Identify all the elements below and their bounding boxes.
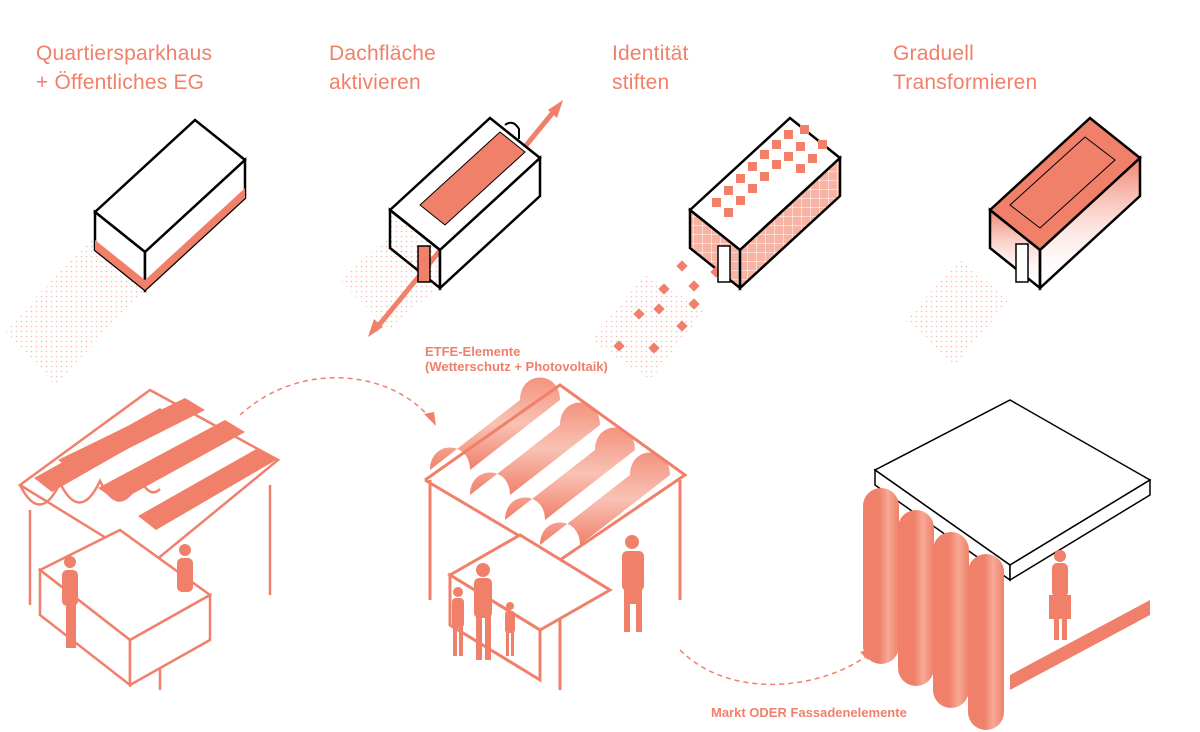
building-block-icon xyxy=(5,118,247,385)
etfe-annotation: ETFE-Elemente (Wetterschutz + Photovolta… xyxy=(425,344,608,374)
facade-module-icon xyxy=(863,399,1152,730)
pixel-facade-icon xyxy=(590,116,842,380)
step-title-transform: Graduell Transformieren xyxy=(893,42,1038,94)
etfe-roof-stall-icon xyxy=(424,377,688,690)
step-title-roof: Dachfläche aktivieren xyxy=(329,42,437,94)
step-title-identity: Identität stiften xyxy=(612,42,689,94)
roof-activation-icon xyxy=(340,100,563,337)
gradual-transform-icon xyxy=(905,116,1142,365)
vendor-figures-left xyxy=(62,544,193,648)
step-title-parking-house: Quartiersparkhaus + Öffentliches EG xyxy=(36,42,213,94)
market-facade-annotation: Markt ODER Fassadenelemente xyxy=(711,705,907,720)
striped-market-stall-icon xyxy=(17,388,281,690)
